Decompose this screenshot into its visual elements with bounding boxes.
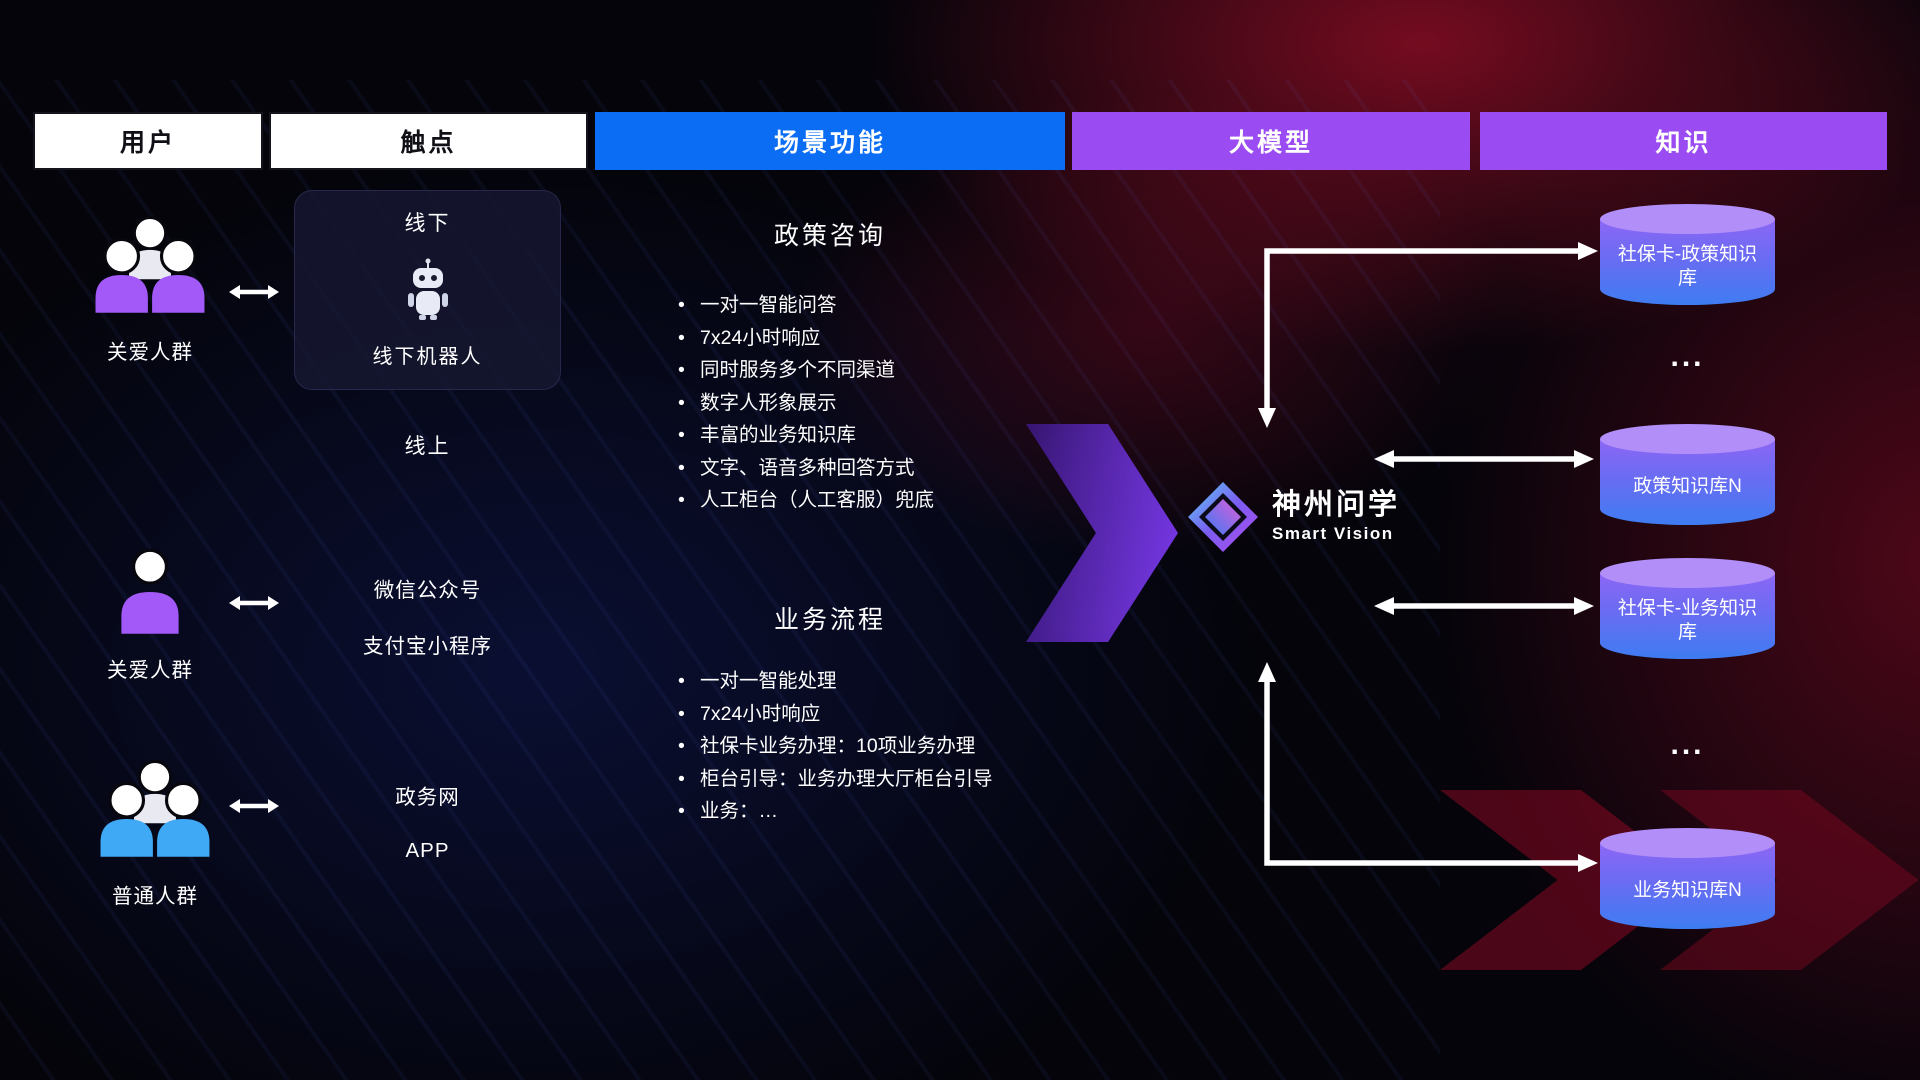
- knowledge-ellipsis: ...: [1670, 340, 1705, 373]
- bullet-item: 7x24小时响应: [676, 698, 993, 731]
- bullet-item: 一对一智能处理: [676, 665, 993, 698]
- user-single-caring: 关爱人群: [70, 548, 230, 683]
- bullet-item: 业务：…: [676, 795, 993, 828]
- knowledge-db-policy-n: 政策知识库N: [1600, 424, 1775, 525]
- touchpoint-govweb: 政务网: [395, 786, 460, 809]
- bidirectional-arrow-icon: [228, 282, 280, 307]
- column-header-scenario: 场景功能: [595, 112, 1065, 170]
- bullet-item: 一对一智能问答: [676, 289, 934, 322]
- offline-title: 线下: [404, 212, 451, 235]
- offline-panel: 线下 线下机器人: [294, 190, 561, 390]
- bullet-item: 丰富的业务知识库: [676, 419, 934, 452]
- cylinder-lid: [1600, 558, 1775, 588]
- offline-robot-label: 线下机器人: [372, 346, 483, 368]
- model-logo: 神州问学 Smart Vision: [1186, 480, 1400, 554]
- user-group-caring: 关爱人群: [70, 208, 230, 365]
- bullet-item: 柜台引导：业务办理大厅柜台引导: [676, 763, 993, 796]
- group-people-icon: [100, 759, 210, 857]
- cylinder-lid: [1600, 204, 1775, 234]
- model-subtitle: Smart Vision: [1272, 524, 1394, 544]
- bullet-item: 人工柜台（人工客服）兜底: [676, 484, 934, 517]
- touchpoint-alipay: 支付宝小程序: [363, 635, 492, 658]
- knowledge-ellipsis: ...: [1670, 728, 1705, 761]
- knowledge-db-business-n: 业务知识库N: [1600, 828, 1775, 929]
- bidirectional-arrow-icon: [228, 796, 280, 821]
- scenario-policy-title: 政策咨询: [773, 222, 886, 250]
- column-header-knowledge: 知识: [1480, 112, 1887, 170]
- bullet-item: 7x24小时响应: [676, 322, 934, 355]
- user-label: 关爱人群: [107, 659, 193, 682]
- column-header-touchpoint: 触点: [269, 112, 588, 170]
- model-name: 神州问学: [1272, 488, 1401, 521]
- bullet-item: 社保卡业务办理：10项业务办理: [676, 730, 993, 763]
- group-people-icon: [95, 215, 205, 313]
- person-icon: [121, 548, 179, 634]
- online-label: 线上: [404, 435, 451, 458]
- cylinder-lid: [1600, 828, 1775, 858]
- bidirectional-arrow-icon: [228, 593, 280, 618]
- touchpoint-wechat: 微信公众号: [373, 579, 482, 602]
- touchpoint-app: APP: [405, 839, 450, 862]
- bullet-item: 同时服务多个不同渠道: [676, 354, 934, 387]
- column-header-model: 大模型: [1072, 112, 1470, 170]
- flow-arrow: [1026, 424, 1178, 642]
- knowledge-db-business-ssc: 社保卡-业务知识库: [1600, 558, 1775, 659]
- bullet-item: 文字、语音多种回答方式: [676, 452, 934, 485]
- user-group-general: 普通人群: [75, 752, 235, 909]
- bullet-item: 数字人形象展示: [676, 387, 934, 420]
- scenario-business-title: 业务流程: [773, 606, 886, 634]
- user-label: 普通人群: [112, 885, 198, 908]
- scenario-policy-list: 一对一智能问答 7x24小时响应 同时服务多个不同渠道 数字人形象展示 丰富的业…: [676, 289, 934, 517]
- column-header-user: 用户: [33, 112, 263, 170]
- user-label: 关爱人群: [107, 341, 193, 364]
- knowledge-db-policy-ssc: 社保卡-政策知识库: [1600, 204, 1775, 305]
- robot-icon: [407, 258, 448, 320]
- diamond-logo-icon: [1188, 482, 1258, 552]
- scenario-business-list: 一对一智能处理 7x24小时响应 社保卡业务办理：10项业务办理 柜台引导：业务…: [676, 665, 993, 828]
- cylinder-lid: [1600, 424, 1775, 454]
